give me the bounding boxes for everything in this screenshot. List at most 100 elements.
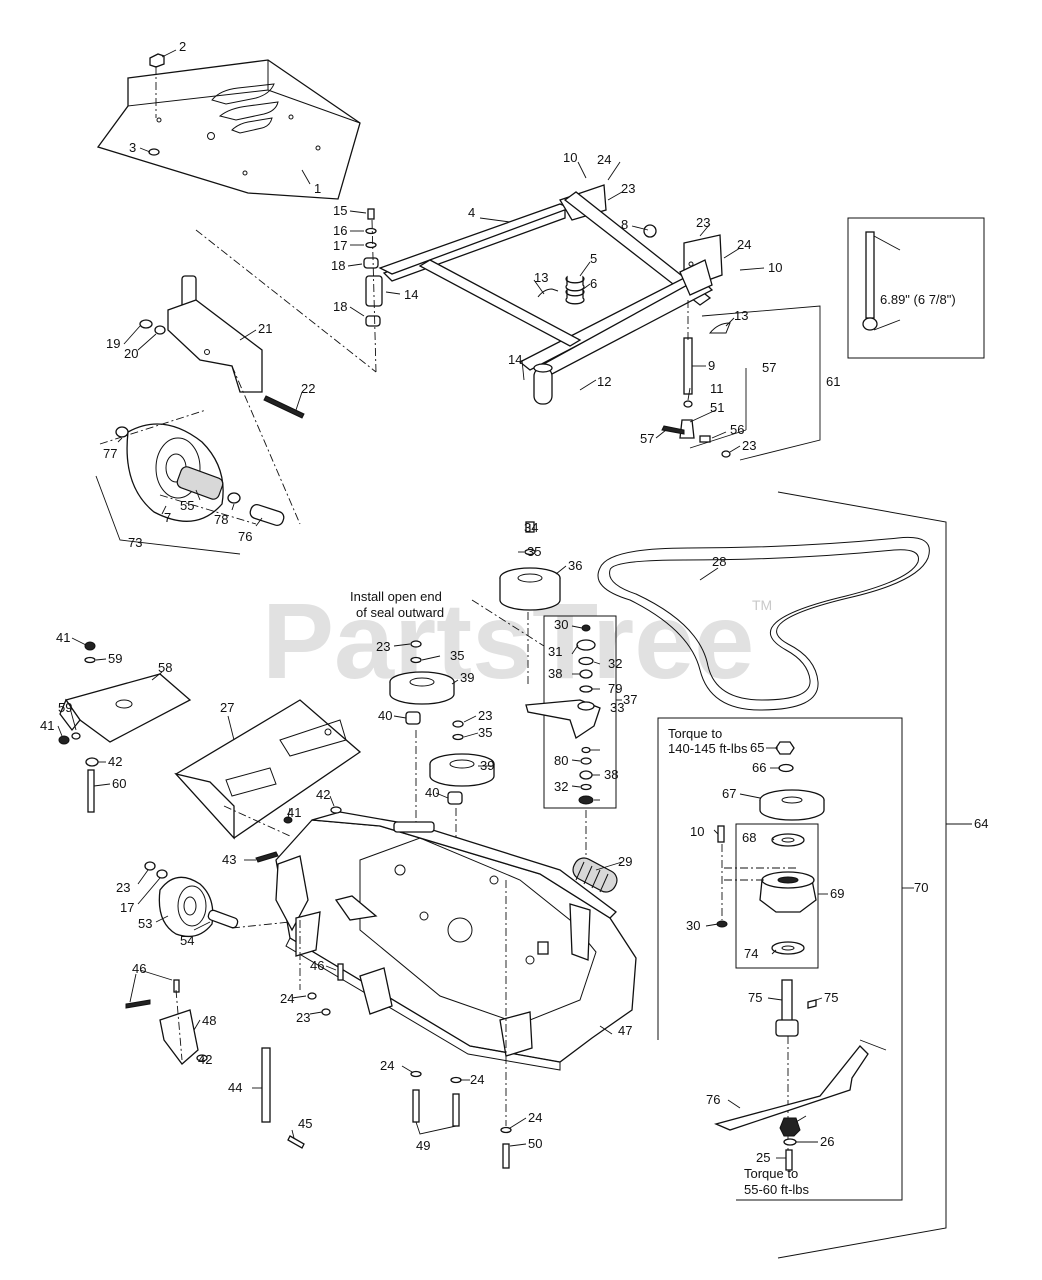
nut-3 xyxy=(148,148,160,156)
callout-37: 37 xyxy=(623,692,637,707)
callout-6: 6 xyxy=(590,276,597,291)
callout-70: 74 xyxy=(744,946,758,961)
bushing-5 xyxy=(565,275,585,292)
bushing-18 xyxy=(363,257,379,269)
callout-65: 67 xyxy=(722,786,736,801)
callout-1: 1 xyxy=(314,181,321,196)
callout-71: 75 xyxy=(748,990,762,1005)
callout-30b: 30 xyxy=(686,918,700,933)
callout-23c: 23 xyxy=(742,438,756,453)
nut-41b xyxy=(58,735,70,745)
callout-3: 3 xyxy=(129,140,136,155)
nut-23g xyxy=(144,861,156,871)
callout-38a: 38 xyxy=(548,666,562,681)
callout-75a: 77 xyxy=(103,446,117,461)
callout-66: 68 xyxy=(742,830,756,845)
callout-29: 29 xyxy=(618,854,632,869)
callout-41c: 41 xyxy=(287,805,301,820)
bolt-50b xyxy=(452,1093,460,1127)
callout-24c: 24 xyxy=(280,991,294,1006)
bolt-51 xyxy=(502,1143,510,1169)
callout-59a: 59 xyxy=(108,651,122,666)
callout-12: 12 xyxy=(597,374,611,389)
callout-76a: 79 xyxy=(608,681,622,696)
bolt-56 xyxy=(661,425,685,435)
washer-35 xyxy=(524,548,536,556)
nut-41a xyxy=(84,641,96,651)
washer-17 xyxy=(365,241,377,249)
washer-59a xyxy=(84,656,96,664)
spacer-75 xyxy=(227,492,241,504)
callout-30a: 30 xyxy=(554,617,568,632)
main-frame xyxy=(378,184,723,405)
washer-35b xyxy=(410,656,422,664)
caster-wheel xyxy=(115,423,224,522)
note-torque-blade-line2: 55-60 ft-lbs xyxy=(744,1182,810,1197)
callout-13a: 13 xyxy=(534,270,548,285)
callout-7: 7 xyxy=(164,510,171,525)
callout-17a: 17 xyxy=(333,238,347,253)
callout-48: 48 xyxy=(202,1013,216,1028)
part-drawings xyxy=(58,53,985,1259)
bolt-60 xyxy=(87,769,95,813)
callout-51: 50 xyxy=(528,1136,542,1151)
bolt-50a xyxy=(412,1089,420,1123)
callout-35c: 35 xyxy=(478,725,492,740)
washer-20 xyxy=(154,325,166,335)
chain-lines xyxy=(99,229,545,929)
note-seal-line2: of seal outward xyxy=(356,605,444,620)
bushing-40a xyxy=(405,711,421,725)
callout-69: 73 xyxy=(128,535,142,550)
callout-23a: 23 xyxy=(621,181,635,196)
callout-39a: 39 xyxy=(460,670,474,685)
callout-58: 58 xyxy=(158,660,172,675)
deck-wheel xyxy=(158,876,214,938)
callout-38b: 38 xyxy=(604,767,618,782)
callout-18b: 18 xyxy=(333,299,347,314)
callout-32a: 32 xyxy=(608,656,622,671)
deflector-bracket xyxy=(59,673,192,743)
washer-26 xyxy=(783,1138,797,1146)
callout-67: 69 xyxy=(830,886,844,901)
callout-45: 45 xyxy=(298,1116,312,1131)
washer-24 xyxy=(307,992,317,1000)
callout-5: 5 xyxy=(590,251,597,266)
callout-28: 28 xyxy=(712,554,726,569)
callout-24a: 24 xyxy=(597,152,611,167)
callout-24d: 24 xyxy=(380,1058,394,1073)
spindle-assembly-box xyxy=(657,717,903,1201)
callout-24f: 24 xyxy=(528,1110,542,1125)
callout-55: 56 xyxy=(730,422,744,437)
callout-62: 64 xyxy=(974,816,988,831)
knob-2 xyxy=(149,53,165,68)
mower-deck xyxy=(275,811,637,1071)
washer-11 xyxy=(683,400,693,408)
note-dimension: 6.89" (6 7/8") xyxy=(880,292,956,307)
callout-11: 11 xyxy=(710,381,724,396)
callout-19: 19 xyxy=(106,336,120,351)
callout-73: 76 xyxy=(706,1092,720,1107)
bracket-62 xyxy=(777,491,947,1259)
callout-17b: 17 xyxy=(120,900,134,915)
axle-53 xyxy=(207,909,239,929)
pin-45 xyxy=(287,1135,305,1149)
bolt-22 xyxy=(263,395,305,419)
callout-35b: 35 xyxy=(450,648,464,663)
washer-24d xyxy=(500,1126,512,1134)
callout-57: 57 xyxy=(762,360,776,375)
callout-23f: 23 xyxy=(116,880,130,895)
callout-74: 76 xyxy=(238,529,252,544)
callout-35a: 35 xyxy=(527,544,541,559)
callout-40a: 40 xyxy=(378,708,392,723)
washer-35c xyxy=(452,733,464,741)
callout-76b: 80 xyxy=(554,753,568,768)
callout-2: 2 xyxy=(179,39,186,54)
callout-42a: 42 xyxy=(108,754,122,769)
washer-24c xyxy=(450,1076,462,1084)
callout-59b: 59 xyxy=(58,700,72,715)
clevis-49 xyxy=(679,419,695,439)
callout-8: 8 xyxy=(621,217,628,232)
bolt-46a2 xyxy=(125,999,151,1009)
callout-25: 25 xyxy=(756,1150,770,1165)
